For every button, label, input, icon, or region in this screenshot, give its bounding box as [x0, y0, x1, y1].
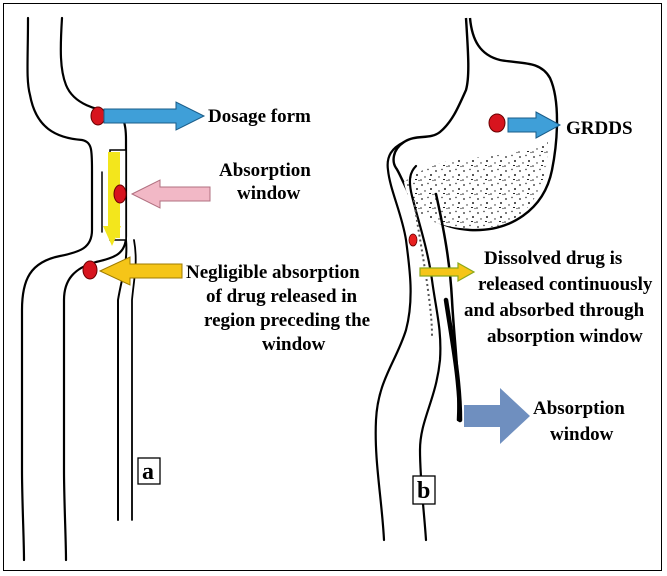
dissolved-label-1: Dissolved drug is [484, 248, 622, 269]
panel-b-letter: b [417, 478, 430, 504]
panel-b-pill-stomach [489, 114, 505, 132]
panel-a-letter: a [142, 459, 154, 485]
negligible-label-4: window [262, 334, 326, 355]
panel-a-pill-bottom [83, 261, 97, 279]
panel-a-intestine [22, 18, 136, 560]
panel-a-lower-wall-2 [132, 240, 136, 520]
panel-a-pill-middle [114, 185, 126, 203]
absorption-window-label-b-2: window [550, 424, 614, 445]
panel-b-dissolved-arrow [420, 263, 474, 281]
negligible-label-1: Negligible absorption [186, 262, 360, 283]
dissolved-label-2: released continuously [478, 274, 653, 295]
dosage-form-label: Dosage form [208, 106, 311, 127]
panel-b-absorption-arrow [464, 388, 530, 444]
dissolved-label-3: and absorbed through [464, 300, 645, 321]
panel-a-pill-top [91, 107, 105, 125]
absorption-window-label-b-1: Absorption [533, 398, 625, 419]
absorption-window-label-a-2: window [237, 183, 301, 204]
grdds-label: GRDDS [566, 118, 633, 139]
dissolved-label-4: absorption window [487, 326, 643, 347]
panel-a-dosage-arrow [104, 102, 204, 130]
negligible-label-2: of drug released in [206, 286, 358, 307]
panel-a-right-wall [61, 18, 126, 560]
absorption-window-label-a-1: Absorption [219, 160, 311, 181]
panel-b-pill-intestine [409, 234, 417, 246]
negligible-label-3: region preceding the [204, 310, 370, 331]
panel-a-absorption-arrow [132, 180, 210, 208]
panel-a-left-wall [22, 18, 92, 560]
panel-a-negligible-arrow [100, 257, 182, 285]
panel-b-left-wall [376, 142, 411, 540]
